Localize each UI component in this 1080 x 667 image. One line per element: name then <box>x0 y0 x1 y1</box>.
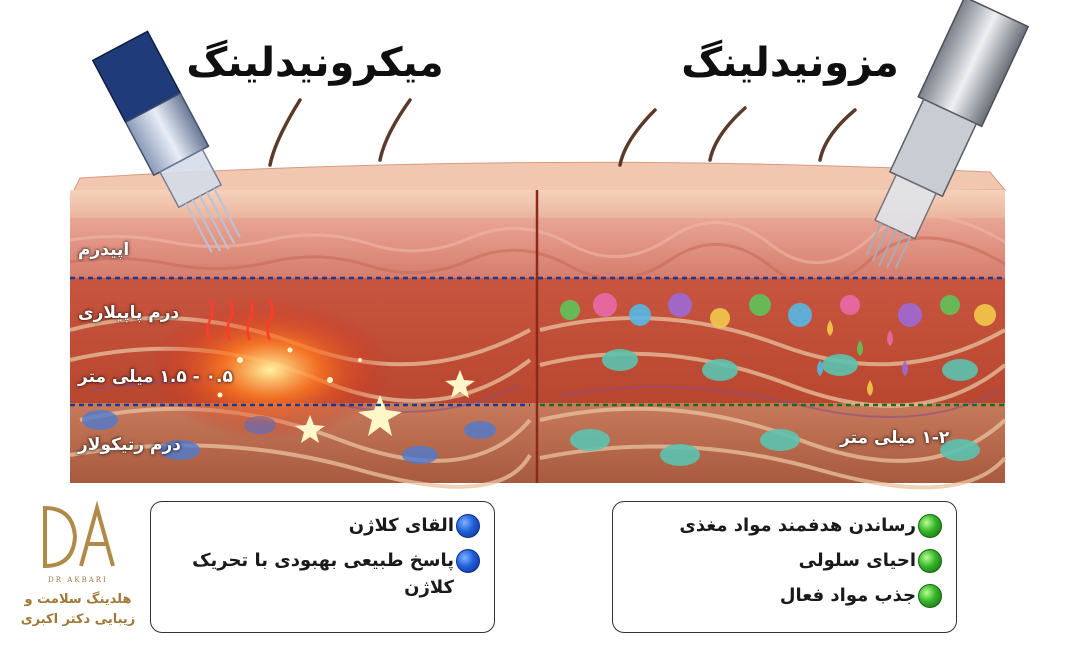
benefit-text: احیای سلولی <box>798 550 916 571</box>
microneedling-benefits-list: القای کلاژن پاسخ طبیعی بهبودی با تحریک ک… <box>165 512 480 601</box>
logo-line-2: زیبایی دکتر اکبری <box>20 612 136 627</box>
green-bullet-icon <box>918 549 942 573</box>
reticular-dermis-label: درم رتیکولار <box>78 435 181 455</box>
blue-bullet-icon <box>456 549 480 573</box>
mesoneedling-title: مزونیدلینگ <box>681 40 899 86</box>
logo-line-1: هلدینگ سلامت و <box>24 592 132 607</box>
benefit-text: القای کلاژن <box>348 515 454 536</box>
microneedling-benefits-card: القای کلاژن پاسخ طبیعی بهبودی با تحریک ک… <box>150 501 495 633</box>
skin-cross-section-illustration <box>69 0 1030 490</box>
green-bullet-icon <box>918 584 942 608</box>
benefit-text: رساندن هدفمند مواد مغذی <box>679 515 916 536</box>
mesoneedling-benefits-list: رساندن هدفمند مواد مغذی احیای سلولی جذب … <box>627 512 942 609</box>
brand-logo: DR AKBARI هلدینگ سلامت و زیبایی دکتر اکب… <box>18 500 138 660</box>
list-item: القای کلاژن <box>165 512 480 539</box>
papillary-dermis-label: درم پاپیلاری <box>78 303 180 323</box>
microneedling-depth-label: ۰.۵ - ۱.۵ میلی متر <box>78 367 233 387</box>
list-item: رساندن هدفمند مواد مغذی <box>627 512 942 539</box>
epidermis-label: اپیدرم <box>78 240 130 260</box>
list-item: جذب مواد فعال <box>627 582 942 609</box>
benefit-text: پاسخ طبیعی بهبودی با تحریک کلاژن <box>192 550 454 598</box>
mesoneedling-benefits-card: رساندن هدفمند مواد مغذی احیای سلولی جذب … <box>612 501 957 633</box>
list-item: پاسخ طبیعی بهبودی با تحریک کلاژن <box>165 547 480 601</box>
logo-subtitle: DR AKBARI <box>48 576 108 584</box>
mesoneedling-depth-label: ۱-۲ میلی متر <box>840 428 950 448</box>
logo-monogram-icon <box>43 500 115 569</box>
green-bullet-icon <box>918 514 942 538</box>
blue-bullet-icon <box>456 514 480 538</box>
benefit-text: جذب مواد فعال <box>779 585 916 606</box>
list-item: احیای سلولی <box>627 547 942 574</box>
microneedling-title: میکرونیدلینگ <box>186 40 444 86</box>
